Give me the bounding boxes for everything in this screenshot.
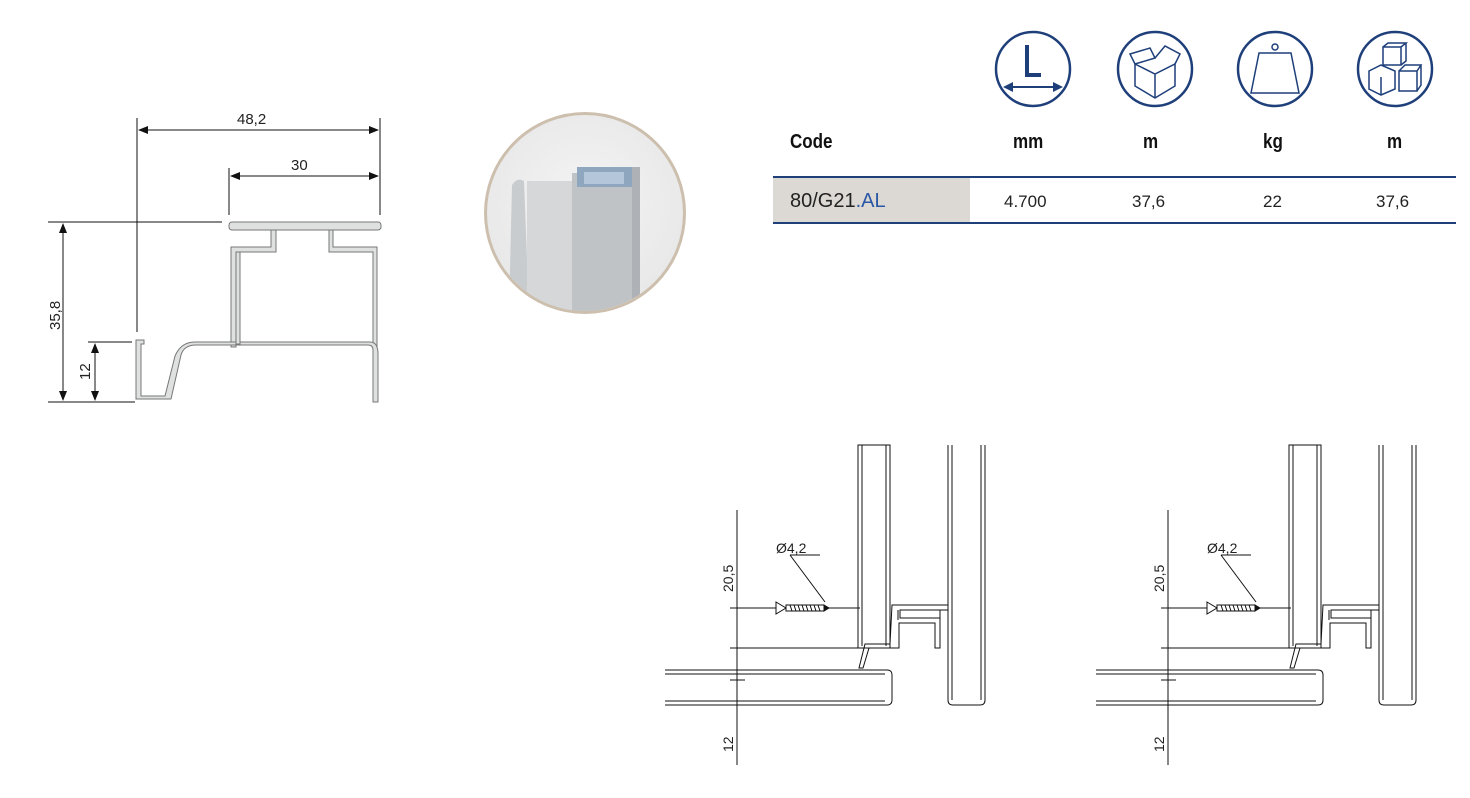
screw-label: Ø4,2 bbox=[1207, 540, 1238, 556]
header-box-m: m bbox=[1143, 131, 1159, 153]
boxes-icon bbox=[1356, 30, 1434, 108]
table-row: 80/G21.AL bbox=[790, 190, 886, 213]
profile-section-drawing: 48,2 30 35,8 12 bbox=[47, 111, 382, 403]
value-length: 4.700 bbox=[1004, 192, 1047, 211]
dim-lip-height: 12 bbox=[77, 363, 94, 380]
dim-bottom: 12 bbox=[720, 736, 736, 752]
header-length-mm: mm bbox=[1013, 131, 1044, 153]
header-pack-m: m bbox=[1387, 131, 1403, 153]
installation-drawing-1: 20,5 12 Ø4,2 bbox=[664, 444, 986, 766]
dim-top: 20,5 bbox=[720, 565, 736, 592]
box-icon bbox=[1116, 30, 1194, 108]
value-weight: 22 bbox=[1263, 192, 1282, 211]
table-top-rule bbox=[773, 176, 1456, 178]
dim-height: 35,8 bbox=[47, 301, 64, 330]
screw-label: Ø4,2 bbox=[776, 540, 807, 556]
product-photo bbox=[484, 112, 686, 314]
value-pack-length: 37,6 bbox=[1376, 192, 1410, 211]
value-box-length: 37,6 bbox=[1132, 192, 1166, 211]
dim-bottom: 12 bbox=[1151, 736, 1167, 752]
header-weight-kg: kg bbox=[1263, 131, 1283, 153]
product-code: 80/G21 bbox=[790, 190, 856, 212]
dim-overall-width: 48,2 bbox=[237, 111, 266, 128]
installation-drawing-2: 20,5 12 Ø4,2 bbox=[1095, 444, 1417, 766]
table-bottom-rule bbox=[773, 222, 1456, 224]
weight-icon bbox=[1236, 30, 1314, 108]
header-code: Code bbox=[790, 131, 833, 153]
dim-top: 20,5 bbox=[1151, 565, 1167, 592]
product-code-suffix: .AL bbox=[855, 190, 886, 212]
length-icon bbox=[994, 30, 1072, 108]
dim-top-width: 30 bbox=[291, 157, 308, 174]
code-cell bbox=[773, 178, 970, 222]
